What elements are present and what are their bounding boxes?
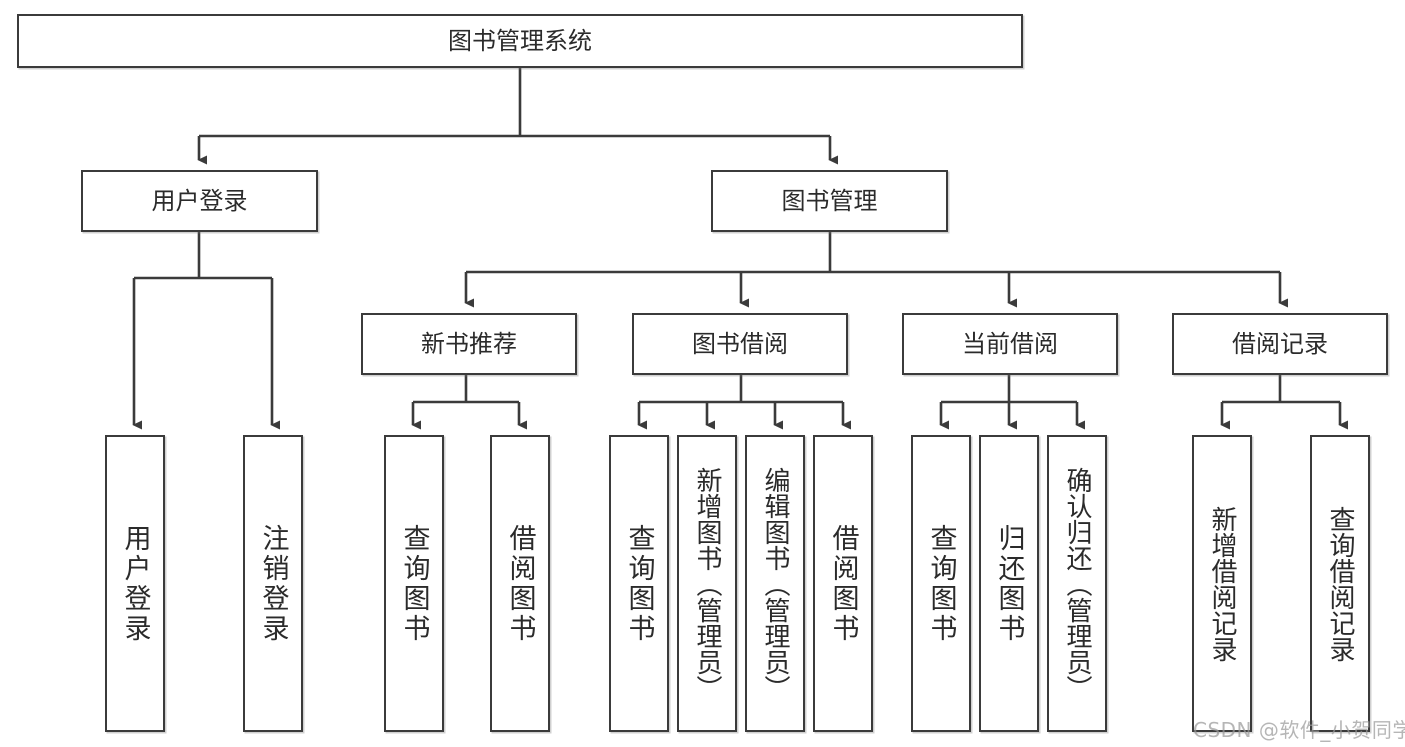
leaf-add-book[interactable]: 新增图书（管理员）	[677, 435, 737, 732]
leaf-query-record-label: 查询借阅记录	[1325, 505, 1355, 662]
node-book-borrow-label: 图书借阅	[692, 329, 788, 358]
leaf-logout[interactable]: 注销登录	[243, 435, 303, 732]
leaf-query-record[interactable]: 查询借阅记录	[1310, 435, 1370, 732]
leaf-confirm-return[interactable]: 确认归还（管理员）	[1047, 435, 1107, 732]
node-current-borrow-label: 当前借阅	[962, 329, 1058, 358]
leaf-logout-label: 注销登录	[257, 523, 289, 644]
node-borrow-record-label: 借阅记录	[1232, 329, 1328, 358]
node-new-book-rec[interactable]: 新书推荐	[361, 313, 577, 375]
node-root[interactable]: 图书管理系统	[17, 14, 1023, 68]
leaf-return-book-label: 归还图书	[993, 523, 1025, 644]
node-user-login-label: 用户登录	[151, 186, 248, 215]
leaf-query-book-3[interactable]: 查询图书	[911, 435, 971, 732]
node-current-borrow[interactable]: 当前借阅	[902, 313, 1118, 375]
leaf-user-login[interactable]: 用户登录	[105, 435, 165, 732]
leaf-add-book-label: 新增图书（管理员）	[692, 466, 722, 701]
leaf-user-login-label: 用户登录	[119, 523, 151, 644]
node-borrow-record[interactable]: 借阅记录	[1172, 313, 1388, 375]
leaf-borrow-book-2-label: 借阅图书	[827, 523, 859, 644]
node-user-login[interactable]: 用户登录	[81, 170, 318, 232]
node-new-book-rec-label: 新书推荐	[421, 329, 517, 358]
node-book-manage[interactable]: 图书管理	[711, 170, 948, 232]
csdn-watermark: CSDN @软件_小贺同学	[1193, 718, 1405, 742]
leaf-edit-book[interactable]: 编辑图书（管理员）	[745, 435, 805, 732]
leaf-query-book-2[interactable]: 查询图书	[609, 435, 669, 732]
leaf-query-book-1[interactable]: 查询图书	[384, 435, 444, 732]
leaf-borrow-book-1-label: 借阅图书	[504, 523, 536, 644]
leaf-query-book-2-label: 查询图书	[623, 523, 655, 644]
leaf-add-record[interactable]: 新增借阅记录	[1192, 435, 1252, 732]
node-root-label: 图书管理系统	[448, 26, 592, 55]
leaf-edit-book-label: 编辑图书（管理员）	[760, 466, 790, 701]
leaf-borrow-book-2[interactable]: 借阅图书	[813, 435, 873, 732]
node-book-manage-label: 图书管理	[781, 186, 878, 215]
node-book-borrow[interactable]: 图书借阅	[632, 313, 848, 375]
leaf-query-book-3-label: 查询图书	[925, 523, 957, 644]
leaf-add-record-label: 新增借阅记录	[1207, 505, 1237, 662]
leaf-return-book[interactable]: 归还图书	[979, 435, 1039, 732]
leaf-confirm-return-label: 确认归还（管理员）	[1062, 466, 1092, 701]
leaf-query-book-1-label: 查询图书	[398, 523, 430, 644]
leaf-borrow-book-1[interactable]: 借阅图书	[490, 435, 550, 732]
